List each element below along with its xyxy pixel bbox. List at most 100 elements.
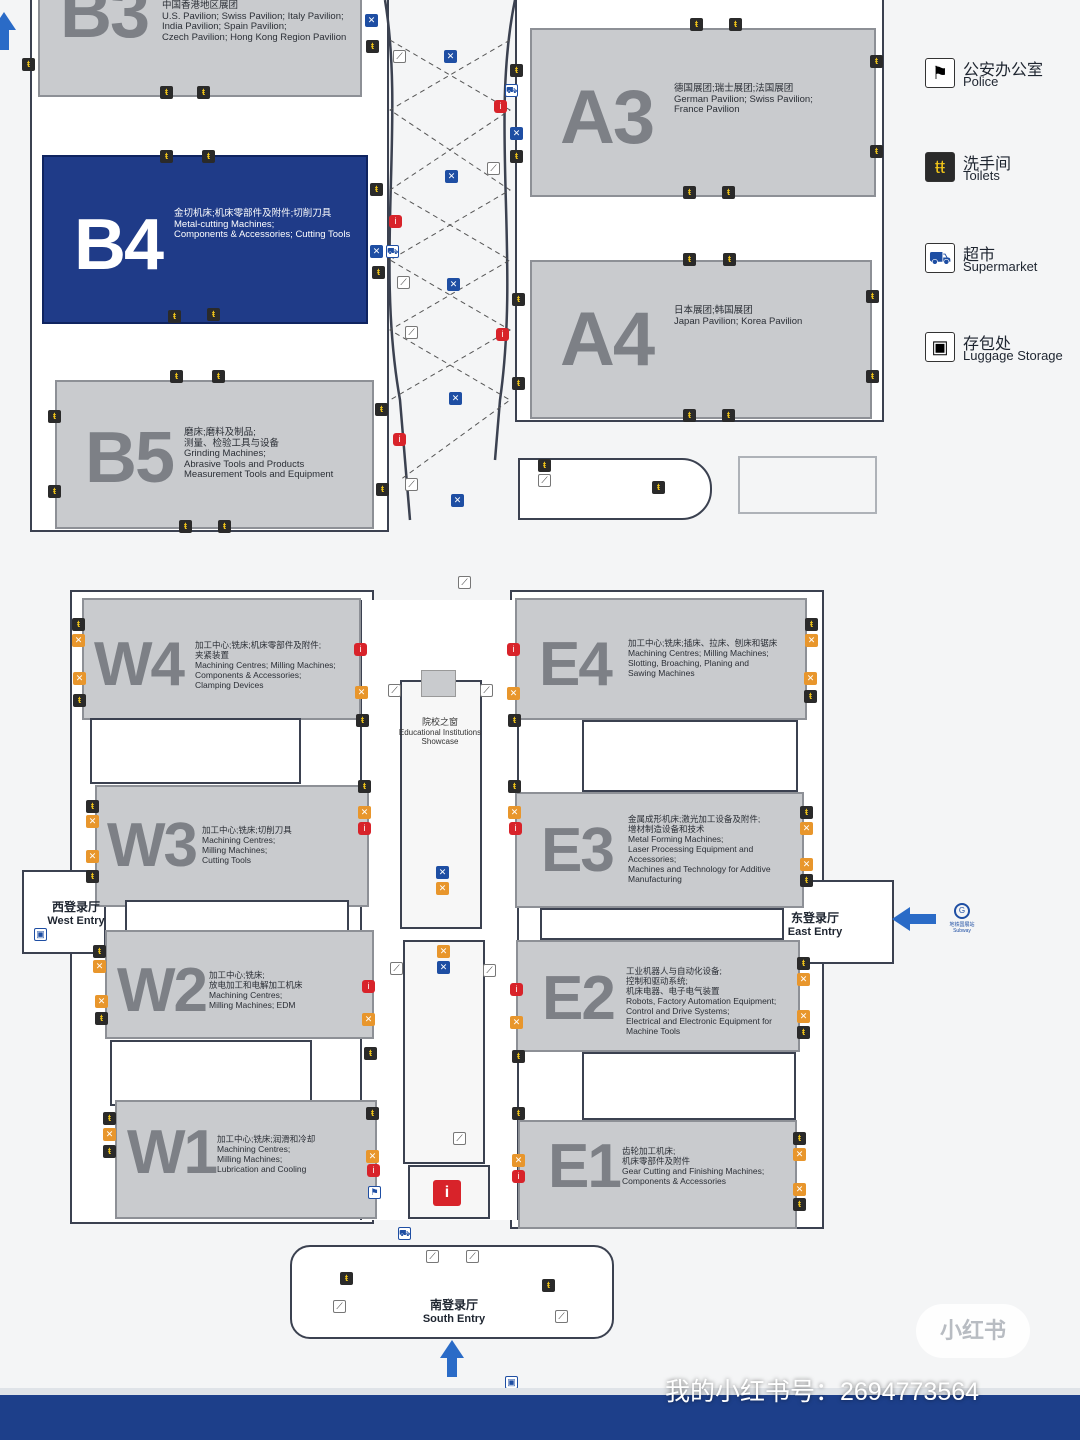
stairs-icon: ⟋ bbox=[453, 1132, 466, 1145]
hall-e4-desc: 加工中心;铣床;插床、拉床、刨床和锯床 Machining Centres; M… bbox=[628, 638, 778, 678]
supermarket-icon: ⛟ bbox=[386, 245, 399, 258]
hall-e1[interactable]: E1 齿轮加工机床; 机床零部件及附件 Gear Cutting and Fin… bbox=[518, 1120, 797, 1229]
hall-b3[interactable]: B3 中国香港地区展团 U.S. Pavilion; Swiss Pavilio… bbox=[38, 0, 362, 97]
subway-icon: G bbox=[954, 903, 970, 919]
toilet-icon: ŧ bbox=[72, 618, 85, 631]
hall-b4[interactable]: B4 金切机床;机床零部件及附件;切削刀具 Metal-cutting Mach… bbox=[42, 155, 368, 324]
toilet-icon: ŧ bbox=[197, 86, 210, 99]
toilet-icon: ŧ bbox=[866, 370, 879, 383]
west-entry-en: West Entry bbox=[47, 915, 105, 927]
toilet-icon: ŧ bbox=[683, 409, 696, 422]
toilet-icon: ŧ bbox=[729, 18, 742, 31]
stairs-icon: ⟋ bbox=[405, 326, 418, 339]
stairs-icon: ⟋ bbox=[555, 1310, 568, 1323]
hall-e3-desc: 金属成形机床;激光加工设备及附件; 增材制造设备和技术 Metal Formin… bbox=[628, 814, 771, 884]
escalator-icon: ✕ bbox=[95, 995, 108, 1008]
hall-w2[interactable]: W2 加工中心;铣床; 放电加工和电解加工机床 Machining Centre… bbox=[105, 930, 374, 1039]
escalator-icon: ✕ bbox=[365, 14, 378, 27]
escalator-icon: ✕ bbox=[449, 392, 462, 405]
hall-e2[interactable]: E2 工业机器人与自动化设备; 控制和驱动系统; 机床电器、电子电气装置 Rob… bbox=[516, 940, 800, 1052]
e2-e1-courtyard bbox=[582, 1052, 796, 1120]
toilet-icon: ŧ bbox=[512, 1107, 525, 1120]
hall-a4[interactable]: A4 日本展团;韩国展团 Japan Pavilion; Korea Pavil… bbox=[530, 260, 872, 419]
toilet-icon: ŧ bbox=[512, 1050, 525, 1063]
toilet-icon: ŧŧ bbox=[925, 152, 955, 182]
hall-e4-code: E4 bbox=[539, 630, 613, 699]
toilet-icon: ŧ bbox=[793, 1132, 806, 1145]
hall-w1[interactable]: W1 加工中心;铣床;润滑和冷却 Machining Centres; Mill… bbox=[115, 1100, 377, 1219]
hall-b3-desc: 中国香港地区展团 U.S. Pavilion; Swiss Pavilion; … bbox=[162, 0, 347, 43]
hall-a3[interactable]: A3 德国展团;瑞士展团;法国展团 German Pavilion; Swiss… bbox=[530, 28, 876, 197]
hall-w4-desc: 加工中心;铣床;机床零部件及附件; 夹紧装置 Machining Centres… bbox=[195, 640, 336, 690]
toilet-icon: ŧ bbox=[340, 1272, 353, 1285]
escalator-icon: ✕ bbox=[445, 170, 458, 183]
hall-a4-code: A4 bbox=[560, 297, 655, 382]
escalator-icon: ✕ bbox=[444, 50, 457, 63]
toilet-icon: ŧ bbox=[366, 40, 379, 53]
south-entry-label: 南登录厅 South Entry bbox=[418, 1296, 490, 1325]
hall-w4-code: W4 bbox=[94, 630, 185, 699]
toilet-icon: ŧ bbox=[800, 874, 813, 887]
toilet-icon: ŧ bbox=[805, 618, 818, 631]
toilet-icon: ŧ bbox=[793, 1198, 806, 1211]
toilet-icon: ŧ bbox=[508, 780, 521, 793]
showcase-booth bbox=[421, 670, 456, 697]
escalator-icon: ✕ bbox=[103, 1128, 116, 1141]
stairs-icon: ⟋ bbox=[397, 276, 410, 289]
toilet-icon: ŧ bbox=[356, 714, 369, 727]
south-entry-zh: 南登录厅 bbox=[429, 1298, 478, 1312]
info-icon: i bbox=[362, 980, 375, 993]
toilet-icon: ŧ bbox=[218, 520, 231, 533]
watermark-logo: 小红书 bbox=[916, 1304, 1030, 1358]
info-icon: i bbox=[354, 643, 367, 656]
toilet-icon: ŧ bbox=[870, 145, 883, 158]
toilet-icon: ŧ bbox=[797, 1026, 810, 1039]
toilet-icon: ŧ bbox=[372, 266, 385, 279]
corridor-paths bbox=[383, 0, 517, 521]
escalator-icon: ✕ bbox=[793, 1183, 806, 1196]
escalator-icon: ✕ bbox=[370, 245, 383, 258]
toilet-icon: ŧ bbox=[652, 481, 665, 494]
toilet-icon: ŧ bbox=[95, 1012, 108, 1025]
toilet-icon: ŧ bbox=[683, 186, 696, 199]
info-icon: i bbox=[507, 643, 520, 656]
legend-police-en: Police bbox=[963, 74, 999, 89]
escalator-icon: ✕ bbox=[800, 858, 813, 871]
escalator-icon: ✕ bbox=[797, 1010, 810, 1023]
hall-w3[interactable]: W3 加工中心;铣床;切削刀具 Machining Centres; Milli… bbox=[95, 785, 369, 907]
toilet-icon: ŧ bbox=[510, 150, 523, 163]
e4-e3-courtyard bbox=[582, 720, 798, 792]
toilet-icon: ŧ bbox=[202, 150, 215, 163]
toilet-icon: ŧ bbox=[170, 370, 183, 383]
escalator-icon: ✕ bbox=[508, 806, 521, 819]
luggage-icon: ▣ bbox=[34, 928, 47, 941]
toilet-icon: ŧ bbox=[542, 1279, 555, 1292]
hall-w2-code: W2 bbox=[117, 956, 208, 1025]
escalator-icon: ✕ bbox=[436, 866, 449, 879]
hall-e3[interactable]: E3 金属成形机床;激光加工设备及附件; 增材制造设备和技术 Metal For… bbox=[515, 792, 804, 908]
escalator-icon: ✕ bbox=[73, 672, 86, 685]
toilet-icon: ŧ bbox=[168, 310, 181, 323]
escalator-icon: ✕ bbox=[436, 882, 449, 895]
hall-w3-code: W3 bbox=[107, 811, 198, 880]
escalator-icon: ✕ bbox=[800, 822, 813, 835]
hall-w4[interactable]: W4 加工中心;铣床;机床零部件及附件; 夹紧装置 Machining Cent… bbox=[82, 598, 361, 720]
hall-e4[interactable]: E4 加工中心;铣床;插床、拉床、刨床和锯床 Machining Centres… bbox=[515, 598, 807, 720]
toilet-icon: ŧ bbox=[22, 58, 35, 71]
hall-e1-desc: 齿轮加工机床; 机床零部件及附件 Gear Cutting and Finish… bbox=[622, 1146, 765, 1186]
toilet-icon: ŧ bbox=[366, 1107, 379, 1120]
toilet-icon: ŧ bbox=[512, 377, 525, 390]
hall-b5[interactable]: B5 磨床;磨料及制品; 测量、检验工具与设备 Grinding Machine… bbox=[55, 380, 374, 529]
info-icon: i bbox=[494, 100, 507, 113]
subway-station: G 地铁国展站 Subway bbox=[944, 903, 980, 934]
board-frame-base bbox=[0, 1395, 1080, 1440]
hall-e2-code: E2 bbox=[542, 964, 616, 1033]
south-entry-en: South Entry bbox=[422, 1313, 486, 1325]
luggage-icon: ▣ bbox=[505, 1376, 518, 1389]
hall-b5-desc: 磨床;磨料及制品; 测量、检验工具与设备 Grinding Machines; … bbox=[184, 427, 334, 480]
toilet-icon: ŧ bbox=[160, 86, 173, 99]
stairs-icon: ⟋ bbox=[466, 1250, 479, 1263]
stairs-icon: ⟋ bbox=[538, 474, 551, 487]
annex-outline bbox=[738, 456, 877, 514]
